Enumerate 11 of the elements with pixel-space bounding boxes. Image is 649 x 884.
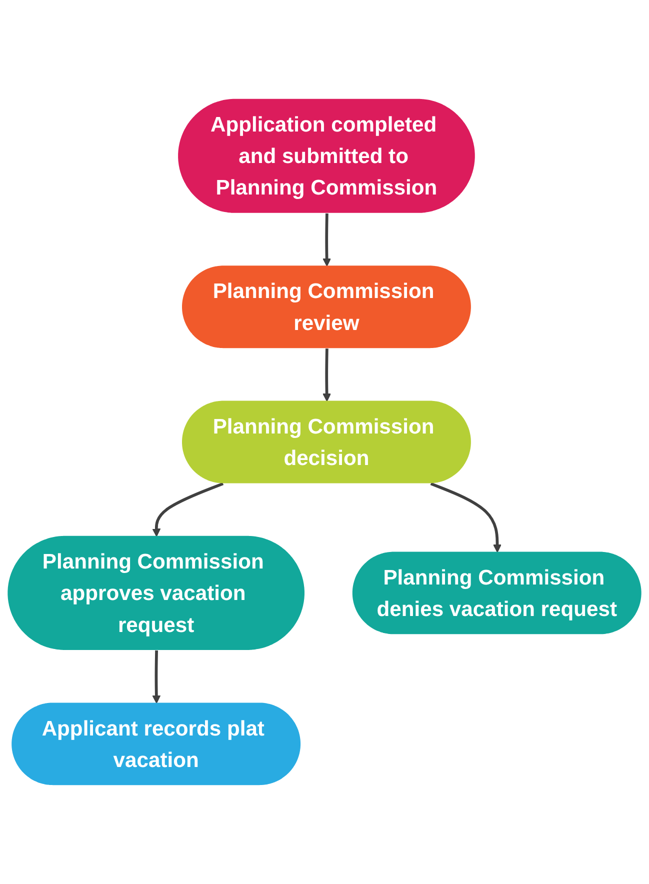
node-box: Planning Commission decision xyxy=(182,400,471,484)
arrow xyxy=(152,650,161,704)
arrow xyxy=(322,213,332,266)
arrow xyxy=(322,348,332,402)
node-box: Application completed and submitted to Planning Commission xyxy=(178,98,475,213)
node-box: Applicant records plat vacation xyxy=(12,702,301,786)
node-box: Planning Commission approves vacation request xyxy=(8,536,304,650)
arrow xyxy=(430,482,502,553)
node-box: Planning Commission denies vacation request xyxy=(352,552,642,634)
arrow xyxy=(152,482,224,537)
node-box: Planning Commission review xyxy=(182,266,471,348)
